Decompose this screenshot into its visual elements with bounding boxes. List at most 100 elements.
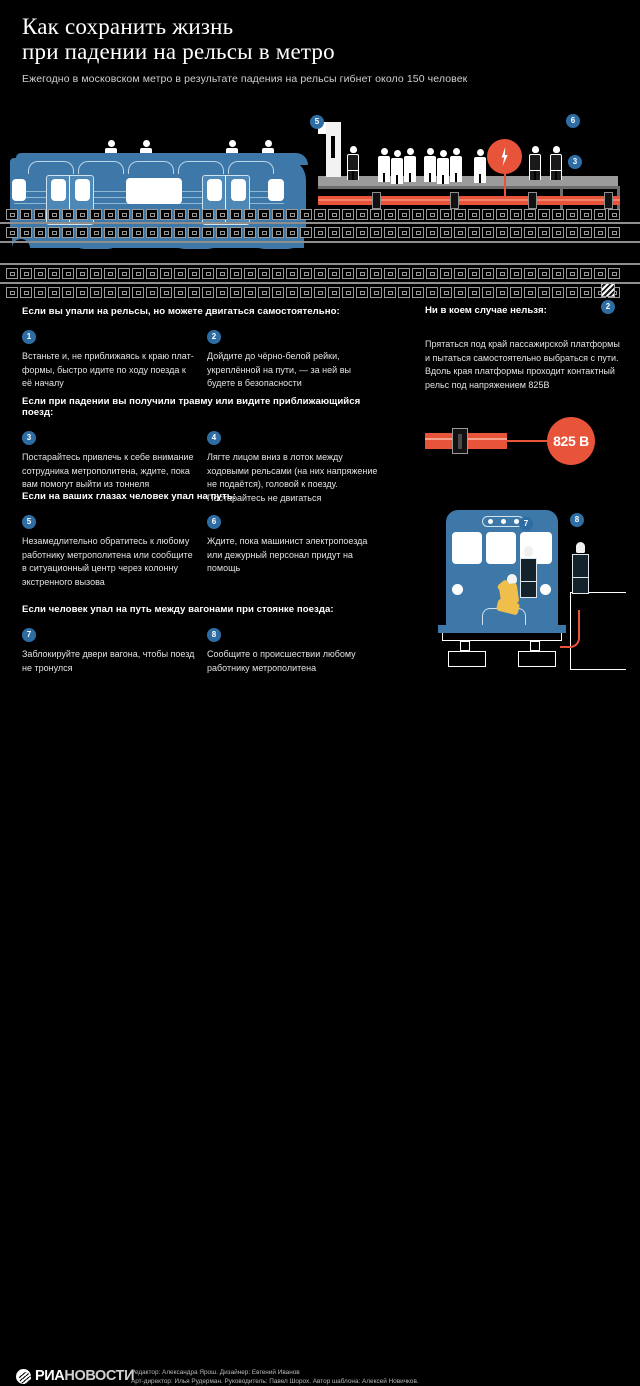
passenger-figure <box>391 150 403 184</box>
track-tie <box>34 209 46 220</box>
track-tie <box>468 209 480 220</box>
contact-rail <box>318 196 620 205</box>
track-tie <box>440 287 452 298</box>
track-tie <box>286 268 298 279</box>
track-tie <box>468 227 480 238</box>
section-columns: 5 Незамедлительно обратитесь к любому ра… <box>22 511 380 589</box>
front-lamp-round <box>540 584 551 595</box>
warning-panel: Ни в коем случае нельзя: Прятаться под к… <box>425 305 625 465</box>
track-tie <box>216 287 228 298</box>
track-tie <box>314 227 326 238</box>
track-tie <box>174 227 186 238</box>
track-tie <box>90 268 102 279</box>
track-tie <box>454 287 466 298</box>
roof-arc <box>78 161 124 174</box>
contact-rail-clamp <box>604 192 613 209</box>
credits-line-2: Арт-директор: Илья Рудерман. Руководител… <box>131 1377 419 1385</box>
track-tie <box>370 287 382 298</box>
track-tie <box>104 209 116 220</box>
track-tie <box>314 209 326 220</box>
track-tie <box>510 287 522 298</box>
person-body <box>404 156 416 173</box>
track-tie <box>580 287 592 298</box>
person-legs <box>529 171 541 180</box>
track-tie <box>468 268 480 279</box>
track-tie <box>440 268 452 279</box>
person-head-icon <box>552 146 560 153</box>
track-tie <box>384 209 396 220</box>
passenger-figure <box>450 148 462 182</box>
track-tie <box>482 268 494 279</box>
front-lamp-round <box>452 584 463 595</box>
call-column-slot <box>331 136 335 158</box>
track-tie <box>258 287 270 298</box>
track-tie <box>398 209 410 220</box>
track-tie <box>146 287 158 298</box>
power-cable <box>560 610 580 648</box>
infographic-page: Как сохранить жизнь при падении на рельс… <box>0 0 640 716</box>
track-tie <box>370 227 382 238</box>
marker-8: 8 <box>570 513 584 527</box>
section-columns: 7 Заблокируйте двери вагона, чтобы поезд… <box>22 624 380 675</box>
headlight <box>488 519 493 524</box>
track-tie <box>188 287 200 298</box>
platform-edge <box>318 186 618 189</box>
person-head-icon <box>531 146 539 153</box>
section-columns: 3 Постарайтесь привлечь к себе внимание … <box>22 427 380 505</box>
person-head-icon <box>380 148 388 155</box>
footer: РИАНОВОСТИ Редактор: Александра Ярош. Ди… <box>0 682 640 1385</box>
track-tie <box>426 227 438 238</box>
step-text: Лягте лицом вниз в лоток между ходовыми … <box>207 452 378 503</box>
train-window <box>207 179 222 201</box>
door-split-line <box>69 175 70 225</box>
track-tie <box>552 268 564 279</box>
track-tie <box>118 287 130 298</box>
track-tie <box>230 209 242 220</box>
roof-arc <box>178 161 224 174</box>
track-tie <box>384 268 396 279</box>
ria-novosti-logo[interactable]: РИАНОВОСТИ <box>16 1368 135 1384</box>
track-tie <box>48 268 60 279</box>
track-tie <box>412 287 424 298</box>
track-tie <box>608 268 620 279</box>
track-tie <box>538 227 550 238</box>
section-4: Если человек упал на путь между вагонами… <box>22 604 380 675</box>
track-tie <box>188 209 200 220</box>
title-line-2: при падении на рельсы в метро <box>22 39 335 64</box>
track-tie <box>384 287 396 298</box>
track-tie <box>202 287 214 298</box>
track-tie <box>160 209 172 220</box>
person-legs <box>437 175 449 184</box>
track-tie <box>62 227 74 238</box>
track-tie-row <box>6 267 620 280</box>
track-tie <box>244 287 256 298</box>
metro-worker-figure <box>572 542 589 594</box>
train-window <box>231 179 246 201</box>
train-front-view-illustration <box>420 500 626 670</box>
step-number-badge: 4 <box>207 431 221 445</box>
track-tie <box>244 209 256 220</box>
track-tie <box>300 268 312 279</box>
track-tie <box>454 209 466 220</box>
track-tie <box>118 227 130 238</box>
metro-worker-figure <box>529 146 541 180</box>
header: Как сохранить жизнь при падении на рельс… <box>22 14 622 85</box>
person-head-icon <box>439 150 447 157</box>
track-tie <box>118 209 130 220</box>
track-tie <box>314 268 326 279</box>
rail-line <box>0 263 640 265</box>
person-legs <box>520 582 537 598</box>
track-tie <box>594 209 606 220</box>
person-head-icon <box>228 140 236 147</box>
track-tie <box>594 227 606 238</box>
person-body <box>378 156 390 173</box>
ria-swirl-icon <box>16 1368 31 1384</box>
track-tie <box>356 268 368 279</box>
step-item: 4 Лягте лицом вниз в лоток между ходовым… <box>207 427 380 505</box>
falling-person-figure <box>495 574 522 618</box>
track-tie <box>118 268 130 279</box>
track-tie <box>146 268 158 279</box>
track-tie <box>34 287 46 298</box>
track-tie <box>62 209 74 220</box>
track-tie <box>356 287 368 298</box>
